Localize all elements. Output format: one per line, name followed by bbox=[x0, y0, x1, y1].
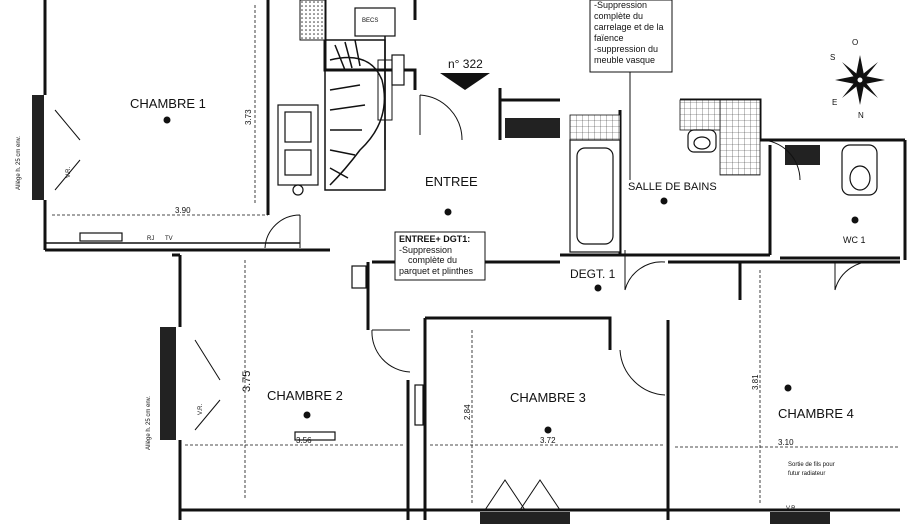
tv-label: TV bbox=[165, 236, 173, 242]
wall-units bbox=[79, 232, 424, 441]
dim-375: 3.75 bbox=[241, 371, 253, 392]
entrance-arrow-icon bbox=[440, 73, 490, 90]
allege-label-2: Allège h. 25 cm env. bbox=[146, 396, 152, 450]
dim-390: 3.90 bbox=[175, 206, 191, 215]
vr-label-1: V.R. bbox=[66, 167, 72, 178]
becs-label: BECS bbox=[362, 18, 378, 24]
becs-box: BECS bbox=[354, 7, 396, 37]
compass-label: O bbox=[852, 38, 858, 47]
dim-373: 3.73 bbox=[244, 109, 253, 125]
note-sdb-line: meuble vasque bbox=[594, 55, 655, 65]
note-entree-line: parquet et plinthes bbox=[399, 266, 474, 276]
rj-label: RJ bbox=[147, 236, 154, 242]
room-chambre-2: CHAMBRE 2 bbox=[267, 388, 343, 403]
room-wc: WC 1 bbox=[843, 235, 866, 245]
bathroom-fixtures bbox=[505, 99, 878, 253]
note-entree-title: ENTREE+ DGT1: bbox=[399, 234, 470, 244]
compass-label: E bbox=[832, 98, 837, 107]
room-salle-de-bains: SALLE DE BAINS bbox=[628, 181, 717, 193]
doors bbox=[264, 94, 879, 511]
vr-label-3: V.R. bbox=[786, 506, 797, 512]
staircase bbox=[299, 0, 405, 191]
room-chambre-4: CHAMBRE 4 bbox=[778, 406, 854, 421]
note-sdb-line: carrelage et de la bbox=[594, 22, 664, 32]
kitchen-unit bbox=[277, 104, 319, 196]
dim-310: 3.10 bbox=[778, 438, 794, 447]
room-entree: ENTREE bbox=[425, 174, 478, 189]
room-chambre-3: CHAMBRE 3 bbox=[510, 390, 586, 405]
allege-label-1: Allège h. 25 cm env. bbox=[16, 136, 22, 190]
dim-356: 3.56 bbox=[296, 436, 312, 445]
walls bbox=[43, 0, 907, 520]
room-degt: DEGT. 1 bbox=[570, 267, 616, 281]
note-salle-de-bains: -Suppression complète du carrelage et de… bbox=[589, 0, 673, 180]
dim-372: 3.72 bbox=[540, 436, 556, 445]
apartment-number: n° 322 bbox=[448, 57, 483, 71]
compass-label: N bbox=[858, 111, 864, 120]
room-chambre-1: CHAMBRE 1 bbox=[130, 96, 206, 111]
compass-rose-icon: S O E N bbox=[830, 38, 885, 120]
windows bbox=[32, 95, 830, 524]
note-sdb-line: faïence bbox=[594, 33, 624, 43]
dimension-lines bbox=[52, 5, 900, 505]
note-sdb-line: -Suppression bbox=[594, 0, 647, 10]
compass-label: S bbox=[830, 53, 835, 62]
ceiling-light-icons bbox=[163, 116, 859, 434]
note-sdb-line: -suppression du bbox=[594, 44, 658, 54]
dim-284: 2.84 bbox=[463, 404, 472, 420]
dim-381: 3.81 bbox=[751, 374, 760, 390]
note-entree-dgt: ENTREE+ DGT1: -Suppression complète du p… bbox=[394, 231, 486, 281]
radiator-note-line-2: futur radiateur bbox=[788, 471, 825, 477]
vr-label-2: V.R. bbox=[198, 404, 204, 415]
note-sdb-line: complète du bbox=[594, 11, 643, 21]
note-entree-line: complète du bbox=[408, 255, 457, 265]
note-entree-line: -Suppression bbox=[399, 245, 452, 255]
radiator-note-line-1: Sortie de fils pour bbox=[788, 462, 835, 468]
